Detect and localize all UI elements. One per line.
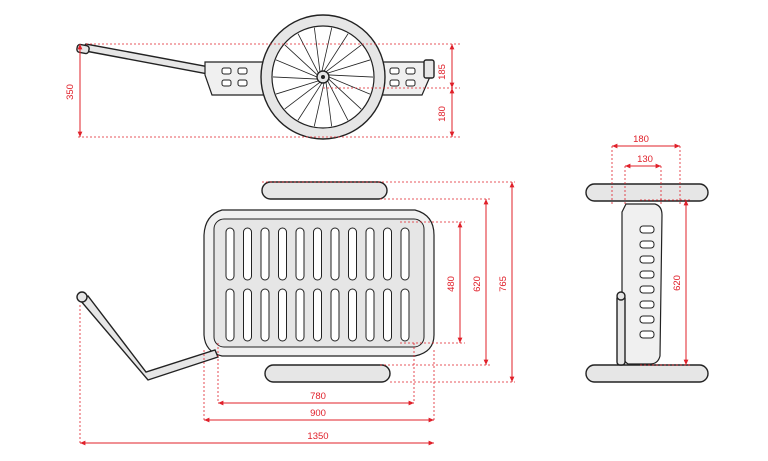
wheel-spoke (327, 80, 349, 121)
top-tray-slots (225, 227, 410, 342)
tray-slot (243, 288, 252, 342)
wheel-spoke (328, 74, 374, 78)
dim-side-185: 185 (437, 64, 448, 80)
tray-slot (243, 227, 252, 281)
wheel-spoke (323, 33, 349, 72)
front-tray-slot (639, 315, 655, 324)
tray-slot (330, 288, 340, 342)
dim-top-1350: 1350 (307, 431, 328, 442)
tray-slot (313, 288, 322, 342)
wheel-spoke (284, 81, 321, 110)
wheel-spoke (272, 76, 318, 80)
front-tray-slot (639, 255, 655, 264)
wheel-spoke (284, 44, 318, 76)
dim-top-780: 780 (310, 391, 326, 402)
tray-slot (295, 227, 305, 281)
dim-top-765: 765 (498, 276, 509, 292)
dim-front-620: 620 (672, 275, 683, 291)
dim-front-130: 130 (637, 154, 653, 165)
dim-top-620: 620 (472, 276, 483, 292)
side-view: 350 185 180 (65, 14, 460, 140)
front-tray-slot (639, 285, 655, 294)
side-wheel-spokes (272, 27, 374, 127)
wheel-spoke (275, 80, 319, 95)
tray-slot (313, 227, 322, 281)
side-handle-bar (78, 43, 216, 76)
front-wheel-upper (585, 183, 709, 202)
side-rear-clamp (423, 59, 435, 79)
tray-slot (225, 227, 235, 281)
tray-slot (348, 288, 357, 342)
tray-slot (330, 227, 340, 281)
wheel-spoke (328, 78, 362, 110)
tray-slot (383, 227, 392, 281)
front-wheel-lower (585, 364, 709, 383)
dim-side-180: 180 (437, 106, 448, 122)
tray-slot (225, 288, 235, 342)
front-tray-slot (639, 330, 655, 339)
top-wheel-lower (264, 364, 391, 383)
tray-slot (260, 288, 270, 342)
top-drawbar (78, 295, 219, 381)
tray-slot (365, 288, 375, 342)
wheel-spoke (313, 82, 325, 127)
top-view: 480 620 765 780 900 1350 (76, 181, 515, 446)
front-handle (616, 294, 626, 366)
wheel-spoke (328, 76, 371, 95)
side-handle-grip (76, 43, 90, 55)
front-tray-slot (639, 225, 655, 234)
front-tray-slot (639, 240, 655, 249)
front-tray-slot (639, 270, 655, 279)
tray-slot (348, 227, 357, 281)
tray-slot (365, 227, 375, 281)
front-handle-knob (616, 291, 626, 301)
tray-slot (400, 227, 410, 281)
top-wheel-upper (261, 181, 388, 200)
wheel-spoke (325, 44, 362, 73)
front-view: 180 130 620 (585, 134, 709, 383)
dim-front-180: 180 (633, 134, 649, 145)
dim-top-480: 480 (446, 276, 457, 292)
tray-slot (278, 227, 287, 281)
wheel-spoke (321, 27, 333, 72)
tray-slot (295, 288, 305, 342)
tray-slot (383, 288, 392, 342)
wheel-spoke (313, 27, 321, 72)
wheel-spoke (275, 59, 318, 78)
wheel-spoke (297, 33, 319, 74)
front-tray-slot (639, 300, 655, 309)
wheel-spoke (327, 59, 371, 74)
tray-slot (400, 288, 410, 342)
side-basket-slots (221, 67, 416, 87)
top-hitch-knob (76, 291, 88, 303)
front-tray-slots (639, 225, 655, 339)
dim-side-350: 350 (65, 84, 76, 100)
wheel-spoke (297, 82, 323, 121)
dim-top-900: 900 (310, 408, 326, 419)
wheel-spoke (325, 82, 333, 127)
tray-slot (278, 288, 287, 342)
tray-slot (260, 227, 270, 281)
